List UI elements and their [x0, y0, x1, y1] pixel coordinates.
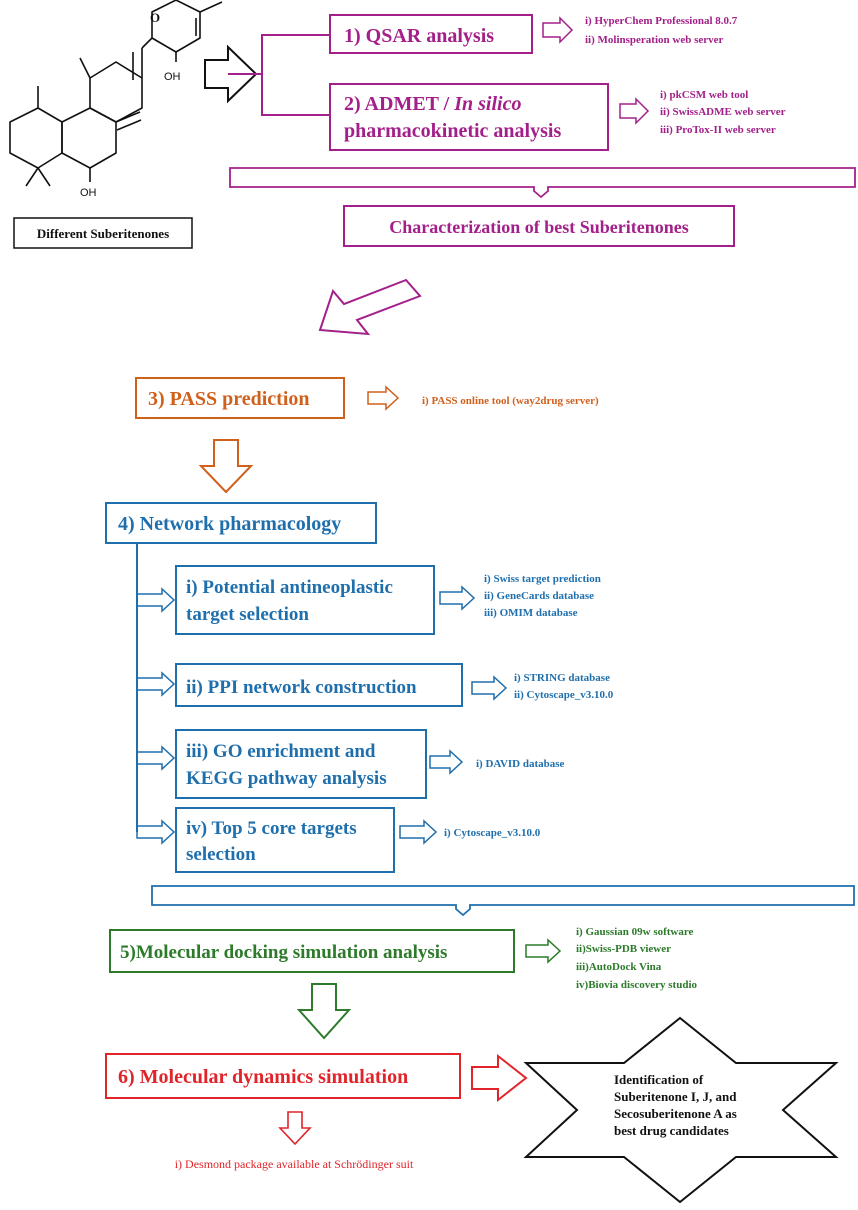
- characterization-title: Characterization of best Suberitenones: [389, 217, 688, 237]
- result-line-4: best drug candidates: [614, 1123, 729, 1138]
- network-sub4-arrow-icon: [136, 819, 176, 845]
- network-sub2-tool-2: ii) Cytoscape_v3.10.0: [514, 689, 614, 701]
- pass-title: 3) PASS prediction: [148, 388, 310, 410]
- admet-tool-2: ii) SwissADME web server: [660, 106, 786, 118]
- admet-tool-1: i) pkCSM web tool: [660, 89, 748, 101]
- network-sub2-tool-arrow-icon: [471, 675, 508, 701]
- docking-down-arrow-icon: [296, 983, 352, 1040]
- network-sub1-line1: i) Potential antineoplastic: [186, 577, 393, 598]
- admet-title-line1: 2) ADMET / In silico: [344, 93, 521, 115]
- oh-ring-atom-label: OH: [164, 71, 181, 83]
- network-sub2-box: [175, 663, 463, 707]
- dynamics-box: [105, 1053, 461, 1099]
- network-sub3-line2: KEGG pathway analysis: [186, 768, 387, 789]
- dynamics-down-arrow-icon: [278, 1111, 312, 1146]
- qsar-tool-1: i) HyperChem Professional 8.0.7: [585, 15, 738, 27]
- result-line-1: Identification of: [614, 1072, 704, 1087]
- oxo-atom-label: O: [150, 10, 160, 25]
- qsar-admet-bracket: [261, 34, 330, 116]
- network-title: 4) Network pharmacology: [118, 513, 341, 535]
- network-sub4-line1: iv) Top 5 core targets: [186, 818, 357, 839]
- oh-bottom-atom-label: OH: [80, 187, 97, 199]
- dynamics-title: 6) Molecular dynamics simulation: [118, 1066, 408, 1088]
- admet-title-italic: In silico: [453, 93, 521, 115]
- docking-tool-1: i) Gaussian 09w software: [576, 926, 694, 938]
- network-sub4-tool-1: i) Cytoscape_v3.10.0: [444, 827, 541, 839]
- network-sub1-box: [175, 565, 435, 635]
- docking-tool-arrow-icon: [525, 938, 562, 964]
- dynamics-tool-1: i) Desmond package available at Schrödin…: [175, 1157, 414, 1171]
- network-sub2-tool-1: i) STRING database: [514, 672, 610, 684]
- network-merge-arrow: [151, 885, 855, 917]
- pass-box: [135, 377, 345, 419]
- pass-tool-1: i) PASS online tool (way2drug server): [422, 395, 599, 407]
- docking-tool-3: iii)AutoDock Vina: [576, 961, 662, 973]
- admet-title-line2: pharmacokinetic analysis: [344, 120, 561, 142]
- network-sub1-arrow-icon: [136, 587, 176, 613]
- qsar-tool-arrow-icon: [542, 16, 574, 44]
- network-sub3-tool-arrow-icon: [429, 749, 464, 775]
- admet-tool-arrow-icon: [619, 97, 650, 125]
- characterization-box: [343, 205, 735, 247]
- result-star: [523, 1016, 839, 1204]
- admet-box: [329, 83, 609, 151]
- network-sub2-line1: ii) PPI network construction: [186, 677, 417, 698]
- result-line-2: Suberitenone I, J, and: [614, 1089, 737, 1104]
- admet-title-prefix: 2) ADMET /: [344, 93, 454, 115]
- big-right-arrow-icon: [204, 44, 258, 104]
- compound-label: Different Suberitenones: [37, 226, 169, 241]
- network-sub4-tool-arrow-icon: [399, 819, 438, 845]
- characterization-merge-arrow: [229, 167, 856, 199]
- network-sub1-line2: target selection: [186, 604, 309, 625]
- network-sub3-line1: iii) GO enrichment and: [186, 741, 376, 762]
- pass-tool-arrow-icon: [367, 385, 400, 411]
- network-sub2-arrow-icon: [136, 671, 176, 697]
- docking-title: 5)Molecular docking simulation analysis: [120, 942, 447, 963]
- network-sub1-tool-arrow-icon: [439, 585, 476, 611]
- network-sub3-tool-1: i) DAVID database: [476, 758, 565, 770]
- network-sub1-tool-3: iii) OMIM database: [484, 607, 578, 619]
- admet-tool-3: iii) ProTox-II web server: [660, 124, 776, 136]
- qsar-tool-2: ii) Molinsperation web server: [585, 34, 724, 46]
- network-sub4-line2: selection: [186, 844, 256, 865]
- suberitenone-structure: [9, 0, 223, 187]
- docking-box: [109, 929, 515, 973]
- result-line-3: Secosuberitenone A as: [614, 1106, 737, 1121]
- dynamics-right-arrow-icon: [471, 1053, 528, 1103]
- network-sub1-tool-1: i) Swiss target prediction: [484, 573, 601, 585]
- network-sub1-tool-2: ii) GeneCards database: [484, 590, 594, 602]
- network-sub3-box: [175, 729, 427, 799]
- docking-tool-2: ii)Swiss-PDB viewer: [576, 943, 671, 955]
- network-sub3-arrow-icon: [136, 745, 176, 771]
- network-sub4-box: [175, 807, 395, 873]
- network-box: [105, 502, 377, 544]
- docking-tool-4: iv)Biovia discovery studio: [576, 979, 698, 991]
- diagonal-down-arrow-icon: [318, 278, 422, 336]
- qsar-title: 1) QSAR analysis: [344, 25, 494, 47]
- pass-down-arrow-icon: [198, 439, 254, 494]
- compound-label-box: [13, 217, 193, 249]
- qsar-box: [329, 14, 533, 54]
